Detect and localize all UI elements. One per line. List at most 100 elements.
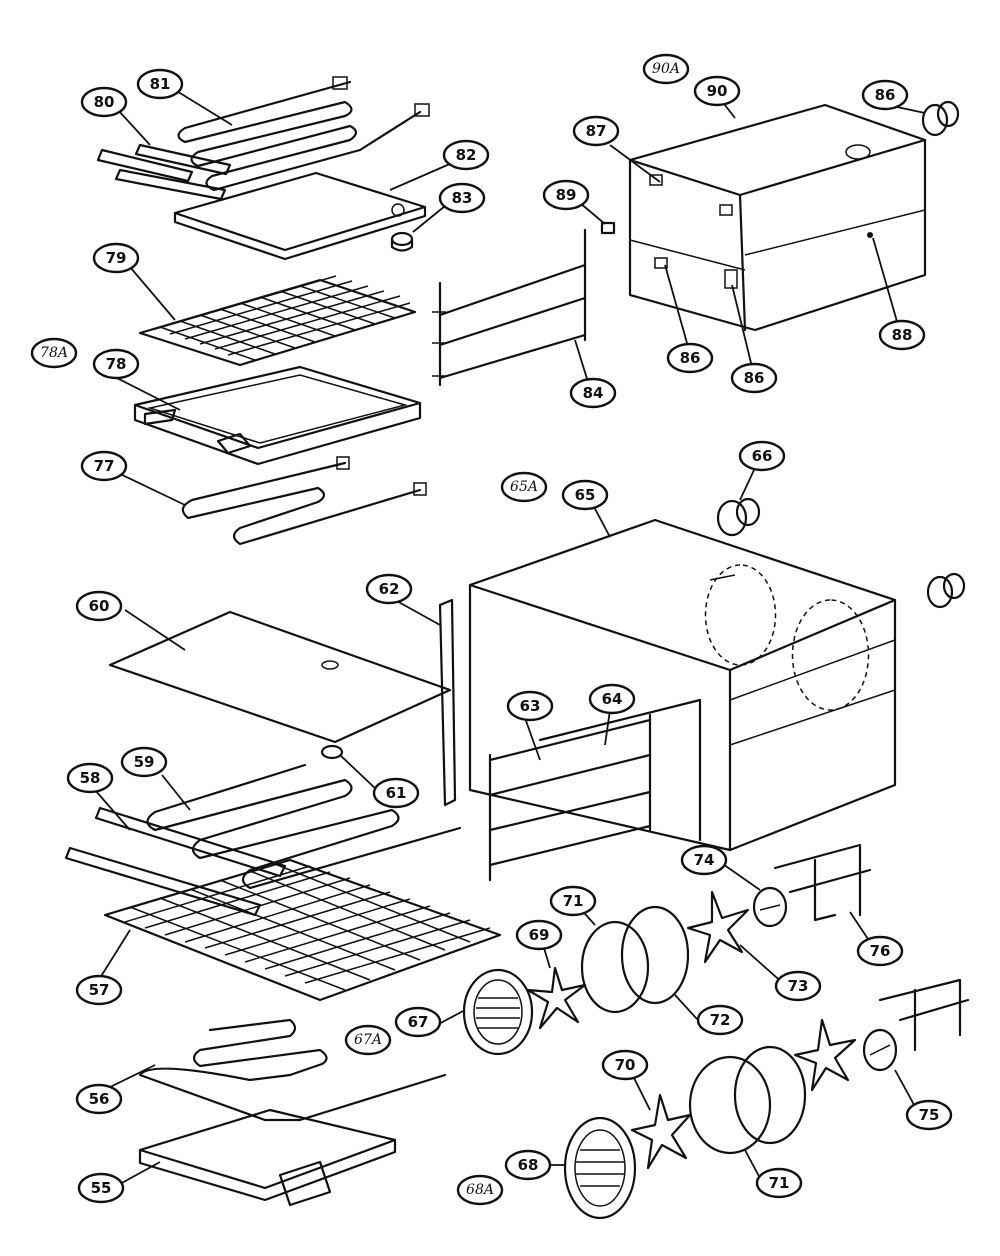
part-89-clip [600, 221, 616, 235]
callout-87: 87 [572, 115, 620, 147]
svg-text:87: 87 [586, 122, 607, 140]
svg-text:67: 67 [408, 1013, 429, 1031]
callout-68a: 68A [456, 1174, 504, 1206]
part-76-motor-bracket-lower [878, 978, 970, 1052]
callout-78a: 78A [30, 337, 78, 369]
part-80-element-brackets [96, 143, 232, 201]
callout-59: 59 [120, 746, 168, 778]
callout-68: 68 [504, 1149, 552, 1181]
callout-65a: 65A [500, 471, 548, 503]
callout-62: 62 [365, 573, 413, 605]
svg-text:89: 89 [556, 186, 577, 204]
svg-text:58: 58 [80, 769, 101, 787]
part-73-fan-wheel-lower [793, 1018, 857, 1092]
svg-text:73: 73 [788, 977, 809, 995]
part-82-upper-panel [173, 171, 427, 261]
callout-88: 88 [878, 319, 926, 351]
callout-84: 84 [569, 377, 617, 409]
part-62-side-strip [438, 598, 457, 807]
svg-text:77: 77 [94, 457, 115, 475]
svg-text:81: 81 [150, 75, 171, 93]
part-71-fan-plate-upper [580, 920, 650, 1014]
callout-86-mid: 86 [666, 342, 714, 374]
svg-text:86: 86 [875, 86, 896, 104]
svg-text:65: 65 [575, 486, 596, 504]
svg-text:61: 61 [386, 784, 407, 802]
part-78-broil-pan [133, 365, 422, 466]
svg-text:78A: 78A [40, 345, 68, 361]
callout-71-top: 71 [549, 885, 597, 917]
svg-text:76: 76 [870, 942, 891, 960]
part-71-fan-plate-lower [688, 1055, 772, 1155]
callout-89: 89 [542, 179, 590, 211]
svg-text:75: 75 [919, 1106, 940, 1124]
svg-text:70: 70 [615, 1056, 636, 1074]
svg-text:74: 74 [694, 851, 715, 869]
callout-83: 83 [438, 182, 486, 214]
svg-text:69: 69 [529, 926, 550, 944]
callout-77: 77 [80, 450, 128, 482]
part-66-knob [716, 497, 761, 537]
part-60-lower-panel [108, 610, 452, 744]
part-67-fan-grille [462, 968, 534, 1056]
svg-text:57: 57 [89, 981, 110, 999]
svg-text:64: 64 [602, 690, 623, 708]
svg-text:67A: 67A [354, 1032, 382, 1048]
svg-text:79: 79 [106, 249, 127, 267]
callout-67a: 67A [344, 1024, 392, 1056]
part-72-fan-cover [620, 905, 690, 1005]
part-57-oven-rack [103, 858, 502, 1002]
callout-63: 63 [506, 690, 554, 722]
leader-lines [94, 89, 926, 1185]
knob-right [926, 572, 966, 609]
part-84-rack-supports [432, 228, 587, 387]
svg-text:80: 80 [94, 93, 115, 111]
callout-57: 57 [75, 974, 123, 1006]
svg-text:86: 86 [680, 349, 701, 367]
svg-text:60: 60 [89, 597, 110, 615]
svg-text:71: 71 [769, 1174, 790, 1192]
svg-text:68: 68 [518, 1156, 539, 1174]
svg-text:78: 78 [106, 355, 127, 373]
part-68-fan-grille [563, 1116, 637, 1220]
part-81-upper-heating-element [177, 76, 430, 192]
callout-90a: 90A [642, 53, 690, 85]
svg-text:63: 63 [520, 697, 541, 715]
svg-text:56: 56 [89, 1090, 110, 1108]
callout-58: 58 [66, 762, 114, 794]
svg-text:90: 90 [707, 82, 728, 100]
callout-82: 82 [442, 139, 490, 171]
part-63-64-rack-supports [488, 698, 702, 882]
svg-text:59: 59 [134, 753, 155, 771]
part-69-fan-blade [526, 966, 587, 1030]
callout-90: 90 [693, 75, 741, 107]
callout-81: 81 [136, 68, 184, 100]
part-79-oven-rack [138, 275, 417, 367]
callout-78: 78 [92, 348, 140, 380]
callout-61: 61 [372, 777, 420, 809]
callout-67: 67 [394, 1006, 442, 1038]
callout-69: 69 [515, 919, 563, 951]
svg-text:72: 72 [710, 1011, 731, 1029]
callout-86-top: 86 [861, 79, 909, 111]
svg-text:84: 84 [583, 384, 604, 402]
part-74-fan-motor-upper [752, 886, 788, 928]
svg-text:55: 55 [91, 1179, 112, 1197]
part-83-sensor [390, 231, 414, 252]
part-65-lower-oven-cavity [468, 518, 897, 852]
callout-66: 66 [738, 440, 786, 472]
part-55-drip-tray [138, 1108, 397, 1207]
callout-65: 65 [561, 479, 609, 511]
part-72-fan-cover-lower [733, 1045, 807, 1145]
svg-text:66: 66 [752, 447, 773, 465]
callout-60: 60 [75, 590, 123, 622]
svg-text:82: 82 [456, 146, 477, 164]
svg-text:86: 86 [744, 369, 765, 387]
part-73-fan-wheel-upper [686, 890, 750, 964]
callout-56: 56 [75, 1083, 123, 1115]
callout-64: 64 [588, 683, 636, 715]
part-77-broil-element [181, 456, 427, 546]
callout-75: 75 [905, 1099, 953, 1131]
